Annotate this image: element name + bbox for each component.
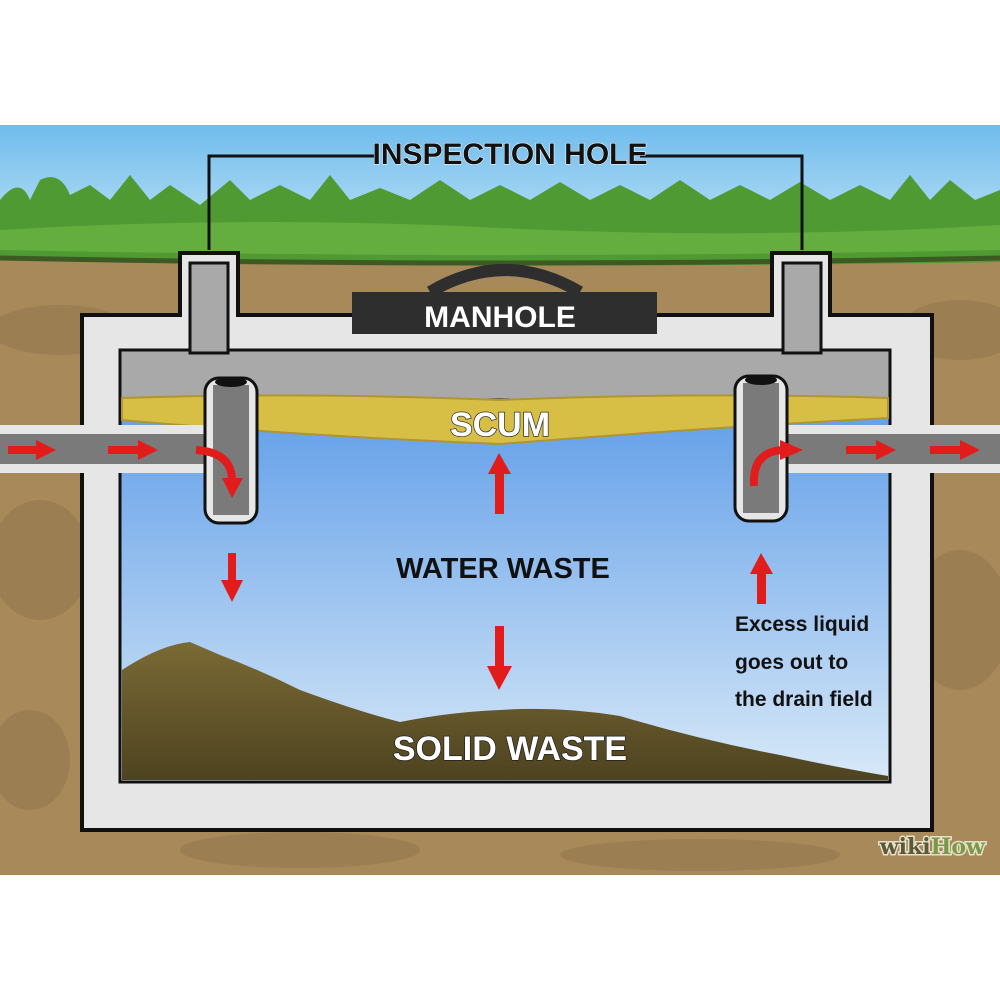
solid-waste-sludge — [122, 642, 888, 780]
scum-layer — [121, 394, 889, 446]
inspection-riser-left — [188, 261, 230, 355]
outlet-tee-opening — [745, 375, 777, 385]
inspection-riser-right — [781, 261, 823, 355]
arrow-outflow-curve-head — [780, 440, 803, 460]
arrow-down-left — [221, 553, 243, 602]
watermark-wiki: wiki — [879, 834, 931, 860]
arrow-outflow-curve — [749, 446, 783, 487]
flow-arrows — [8, 440, 980, 690]
arrow-inflow-curve-head — [222, 478, 243, 498]
arrow-outflow-1 — [846, 440, 896, 460]
watermark-how: How — [931, 834, 986, 860]
inlet-tee-opening — [215, 377, 247, 387]
arrow-outflow-2 — [930, 440, 980, 460]
manhole-cover — [352, 292, 657, 334]
arrow-up-scum — [488, 453, 511, 514]
inspection-hole-label: INSPECTION HOLE — [372, 138, 647, 171]
excess-liquid-label-line3: the drain field — [735, 688, 873, 711]
inspection-hole-bracket — [207, 154, 804, 250]
grass-root-line — [0, 255, 1000, 266]
arrow-up-right — [750, 553, 773, 604]
excess-liquid-label-line1: Excess liquid — [735, 613, 869, 636]
grass-shade — [0, 221, 1000, 255]
water-waste-label: WATER WASTE — [396, 553, 610, 585]
soil-texture — [0, 300, 1000, 871]
arrow-inflow-curve — [195, 446, 236, 479]
manhole-handle — [426, 264, 584, 298]
arrow-inflow-1 — [8, 440, 56, 460]
wikihow-watermark: wikiHow — [879, 834, 986, 860]
manhole-label: MANHOLE — [424, 301, 576, 334]
solid-waste-label: SOLID WASTE — [393, 730, 627, 768]
arrow-down-solid — [487, 626, 512, 690]
excess-liquid-label-line2: goes out to — [735, 651, 848, 674]
arrow-inflow-2 — [108, 440, 158, 460]
scum-label: SCUM — [450, 406, 550, 444]
